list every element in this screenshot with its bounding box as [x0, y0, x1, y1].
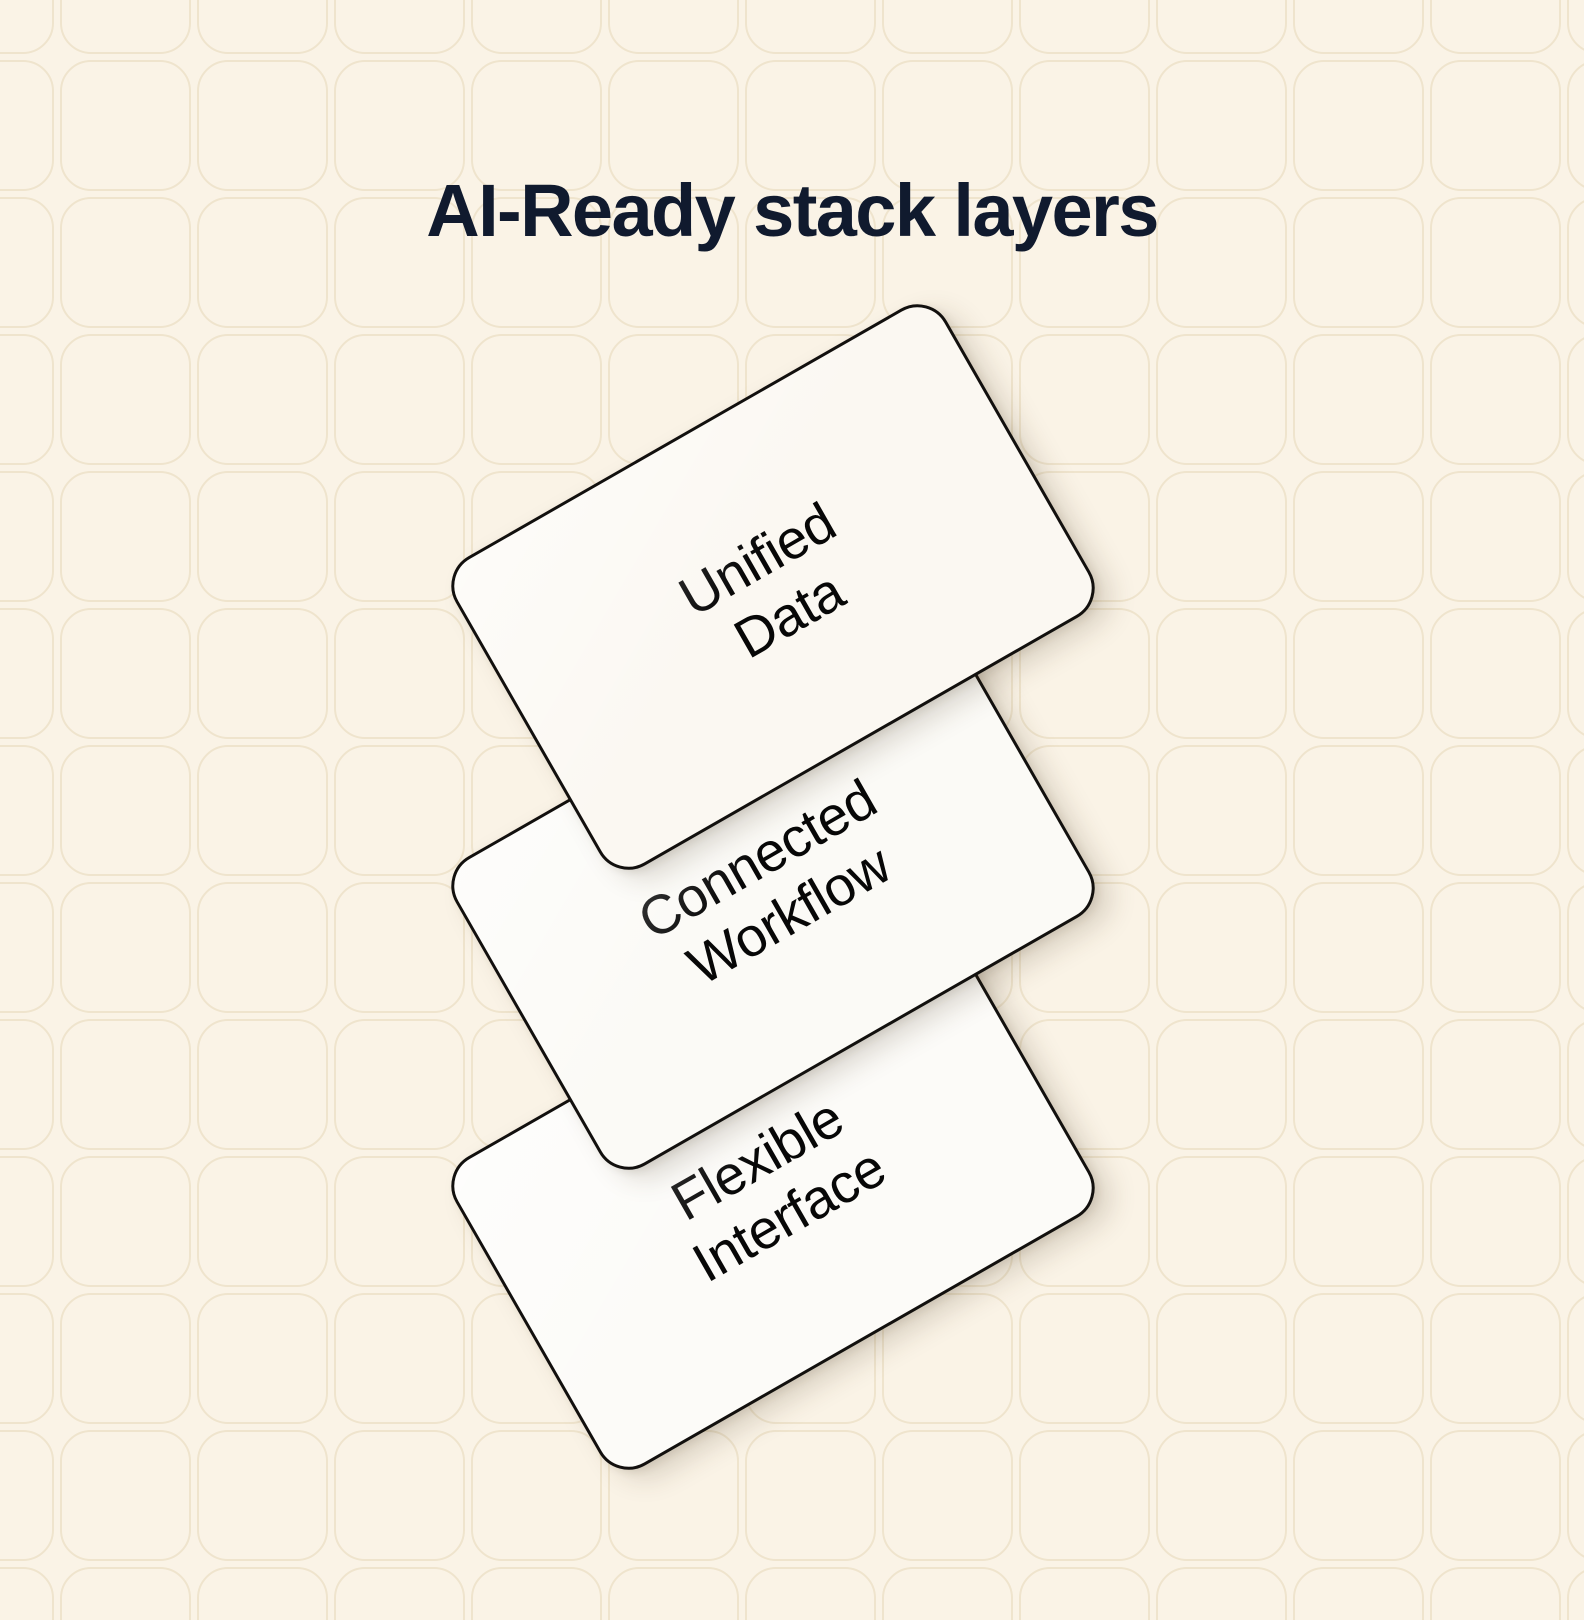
card-label: Unified Data	[668, 489, 878, 684]
page-title: AI-Ready stack layers	[426, 169, 1159, 252]
